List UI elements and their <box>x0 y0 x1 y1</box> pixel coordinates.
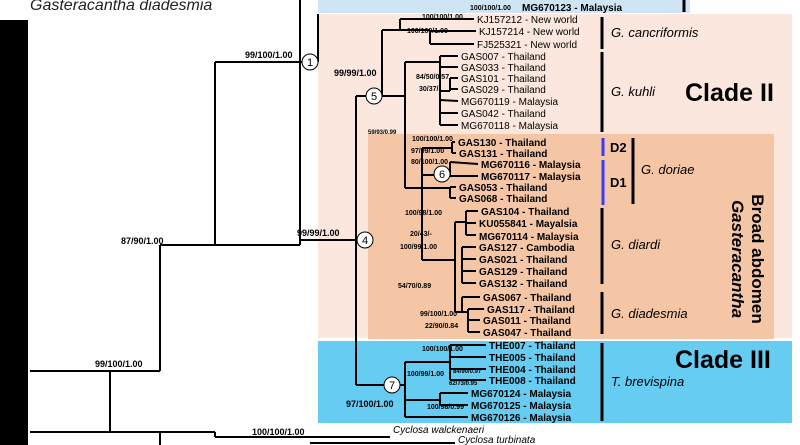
support-value: 20/43/- <box>410 231 432 238</box>
support-value: 99/100/1.00 <box>245 50 293 60</box>
leaf-label: GAS129 - Thailand <box>479 267 567 278</box>
svg-text:4: 4 <box>362 235 368 247</box>
leaf-label: GAS007 - Thailand <box>461 52 546 63</box>
leaf-label: GAS127 - Cambodia <box>479 243 575 254</box>
species-cancriformis: G. cancriformis <box>611 25 699 40</box>
support-value: 100/98/0.99 <box>427 404 464 411</box>
outgroup-walckenaeri: Cyclosa walckenaeri <box>393 425 485 436</box>
support-value: 87/90/1.00 <box>121 236 164 246</box>
species-brevispina: T. brevispina <box>611 374 684 389</box>
leaf-label: MG670116 - Malaysia <box>481 160 581 171</box>
top-clade-panel <box>318 0 690 13</box>
leaf-label: GAS067 - Thailand <box>483 293 571 304</box>
support-value: 100/98/1.00 <box>405 210 442 217</box>
leaf-label: GAS029 - Thailand <box>461 85 546 96</box>
top-support-label: 100/100/1.00 <box>470 5 511 12</box>
broad-gasteracantha-label: Gasteracantha <box>728 200 747 318</box>
support-value: 54/70/0.89 <box>398 283 431 290</box>
support-value: 100/100/1.00 <box>422 14 463 21</box>
top-species-title: Gasteracantha diadesmia <box>30 0 213 14</box>
leaf-label: GAS104 - Thailand <box>481 207 569 218</box>
clade3-label: Clade III <box>675 346 771 374</box>
species-doriae: G. doriae <box>641 162 694 177</box>
leaf-label: KJ157214 - New world <box>479 27 580 38</box>
broad-abdomen-label: Broad abdomen <box>748 194 767 323</box>
support-value: 84/90/0.97 <box>453 369 482 375</box>
outgroup-turbinata: Cyclosa turbinata <box>458 435 536 445</box>
support-value: 99/100/1.00 <box>420 311 457 318</box>
support-value: 100/100/1.00 <box>252 427 305 437</box>
d1-label: D1 <box>610 175 627 190</box>
svg-text:1: 1 <box>307 57 313 69</box>
left-edge-bar <box>0 20 28 445</box>
branch-segment <box>449 161 479 165</box>
support-value: 59/93/0.99 <box>368 130 397 136</box>
species-kuhli: G. kuhli <box>611 84 656 99</box>
support-value: 84/50/0.57 <box>416 74 449 81</box>
leaf-label: GAS131 - Thailand <box>459 149 547 160</box>
support-value: 30/37/- <box>419 86 441 93</box>
clade2-label: Clade II <box>685 79 774 107</box>
support-value: 99/99/1.00 <box>334 68 377 78</box>
leaf-label: GAS033 - Thailand <box>461 63 546 74</box>
species-diardi: G. diardi <box>611 237 661 252</box>
support-value: 100/100/1.00 <box>407 28 448 35</box>
tree-branches <box>30 14 486 445</box>
broad-abdomen-panel <box>368 134 774 339</box>
leaf-label: THE005 - Thailand <box>489 353 576 364</box>
svg-text:7: 7 <box>389 380 395 392</box>
leaf-label: GAS021 - Thailand <box>479 255 567 266</box>
species-diadesmia: G. diadesmia <box>611 306 688 321</box>
leaf-label: MG670119 - Malaysia <box>461 97 559 108</box>
node-6: 6 <box>433 165 451 183</box>
support-value: 80/100/1.00 <box>411 159 448 166</box>
leaf-label: FJ525321 - New world <box>477 40 577 51</box>
node-4: 4 <box>356 231 374 249</box>
leaf-label: THE007 - Thailand <box>489 341 576 352</box>
leaf-label: GAS011 - Thailand <box>483 316 571 327</box>
support-labels: 99/100/1.00 87/90/1.00 99/100/1.00 99/99/1.… <box>95 14 482 437</box>
leaf-label: THE004 - Thailand <box>489 365 576 376</box>
support-value: 62/73/0.95 <box>449 381 478 387</box>
support-value: 97/99/1.00 <box>411 148 444 155</box>
leaf-label: GAS042 - Thailand <box>461 109 546 120</box>
leaf-label: GAS132 - Thailand <box>479 279 567 290</box>
leaf-label: MG670125 - Malaysia <box>471 401 571 412</box>
node-1: 1 <box>301 53 319 71</box>
leaf-label: GAS068 - Thailand <box>459 194 547 205</box>
leaf-label: KU055841 - Mayalsia <box>479 219 578 230</box>
support-value: 100/100/1.00 <box>422 346 463 353</box>
leaf-label: GAS101 - Thailand <box>461 74 546 85</box>
support-value: 22/90/0.84 <box>425 323 458 330</box>
branch-segment <box>439 99 459 102</box>
support-value: 100/99/1.00 <box>407 371 444 378</box>
leaf-label: MG670126 - Malaysia <box>471 413 571 424</box>
support-value: 100/100/1.00 <box>412 136 453 143</box>
support-value: 99/100/1.00 <box>95 359 143 369</box>
leaf-label: GAS053 - Thailand <box>459 183 547 194</box>
svg-text:5: 5 <box>371 91 377 103</box>
node-7: 7 <box>383 376 401 394</box>
d2-label: D2 <box>610 140 627 155</box>
leaf-label: THE008 - Thailand <box>489 376 576 387</box>
leaf-label: GAS047 - Thailand <box>483 328 571 339</box>
leaf-label: GAS117 - Thailand <box>487 305 575 316</box>
leaf-label: GAS130 - Thailand <box>458 138 546 149</box>
leaf-label: KJ157212 - New world <box>477 15 578 26</box>
top-leaf-label: MG670123 - Malaysia <box>522 3 622 14</box>
node-5: 5 <box>365 87 383 105</box>
leaf-label: MG670118 - Malaysia <box>461 121 559 132</box>
support-value: 100/99/1.00 <box>400 244 437 251</box>
support-value: 99/99/1.00 <box>297 228 340 238</box>
leaf-label: MG670124 - Malaysia <box>471 389 571 400</box>
svg-text:6: 6 <box>439 169 445 181</box>
leaf-label: MG670117 - Malaysia <box>481 172 581 183</box>
support-value: 97/100/1.00 <box>346 399 394 409</box>
leaf-label: MG670114 - Malaysia <box>479 232 579 243</box>
